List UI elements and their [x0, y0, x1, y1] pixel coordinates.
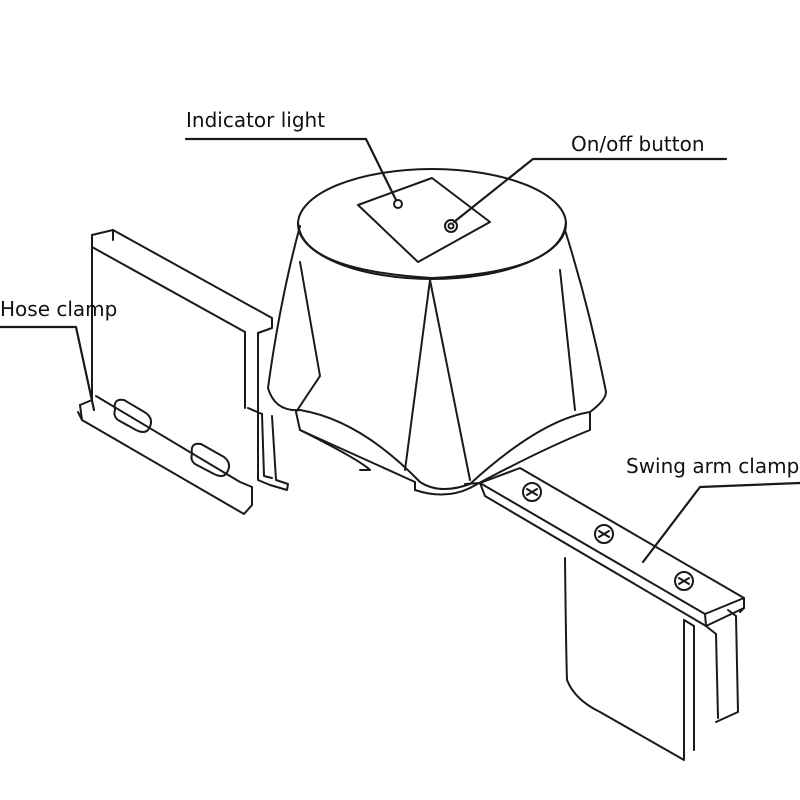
leader-hose-clamp: [0, 325, 96, 412]
swing-arm-clamp-drawing: [464, 467, 745, 761]
callout-leaders: [0, 137, 800, 564]
leader-on-off-button: [452, 157, 728, 224]
actuator-body-drawing: [267, 168, 607, 496]
screw-marks: [522, 482, 694, 591]
leader-indicator-light: [184, 137, 398, 202]
hose-clamp-label: Hose clamp: [0, 297, 118, 321]
leader-swing-arm-clamp: [641, 481, 800, 564]
hose-clamp-drawing: [77, 229, 289, 515]
swing-arm-clamp-label: Swing arm clamp: [626, 454, 800, 478]
indicator-light-label: Indicator light: [186, 108, 326, 132]
on-off-button-label: On/off button: [571, 132, 705, 156]
